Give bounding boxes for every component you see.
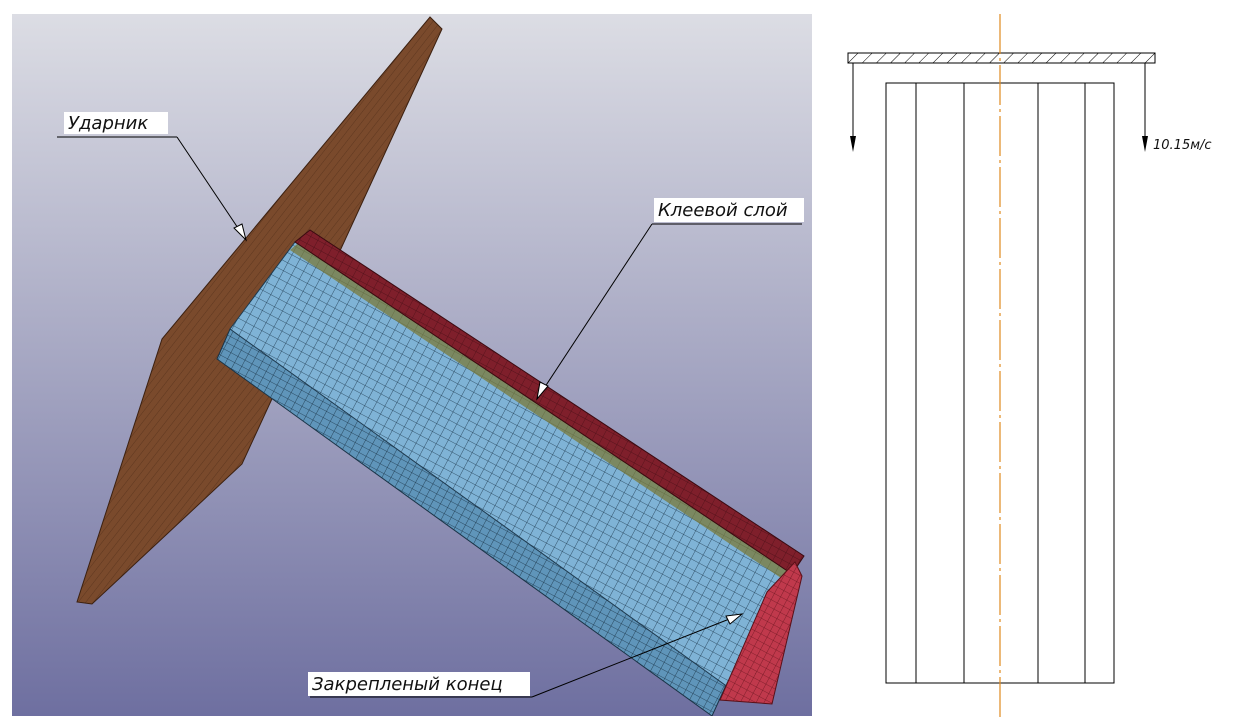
schematic-canvas: 10.15м/с <box>847 14 1212 718</box>
striker-callout-arrow <box>233 223 247 242</box>
velocity-arrow-right-head <box>1142 136 1148 152</box>
adhesive-callout-leader <box>536 223 653 400</box>
adhesive-layer-label: Клеевой слой <box>658 200 788 221</box>
velocity-arrow-left-head <box>850 136 856 152</box>
schematic-drawing: 10.15м/с <box>830 10 1240 722</box>
adhesive-glue-strip <box>290 240 794 580</box>
striker-hatched-plate <box>847 52 1156 64</box>
adhesive-label-box <box>654 198 804 222</box>
fe-model-view: Ударник Клеевой слой Закрепленый конец <box>12 14 812 716</box>
striker-label: Ударник <box>68 113 148 134</box>
fixed-end-callout-leader <box>531 613 743 698</box>
striker-callout-leader <box>176 136 247 241</box>
fixed-end-label-box <box>308 672 530 696</box>
velocity-label: 10.15м/с <box>1153 138 1212 153</box>
adhesive-top-plate <box>294 229 805 575</box>
fe-model-canvas: Ударник Клеевой слой Закрепленый конец <box>12 14 812 716</box>
fixed-end-callout-arrow <box>725 613 744 625</box>
fixed-end-face <box>719 561 803 705</box>
fixed-end-label: Закрепленый конец <box>312 674 503 695</box>
adhesive-callout-arrow <box>536 381 549 401</box>
striker-label-box <box>64 112 168 134</box>
